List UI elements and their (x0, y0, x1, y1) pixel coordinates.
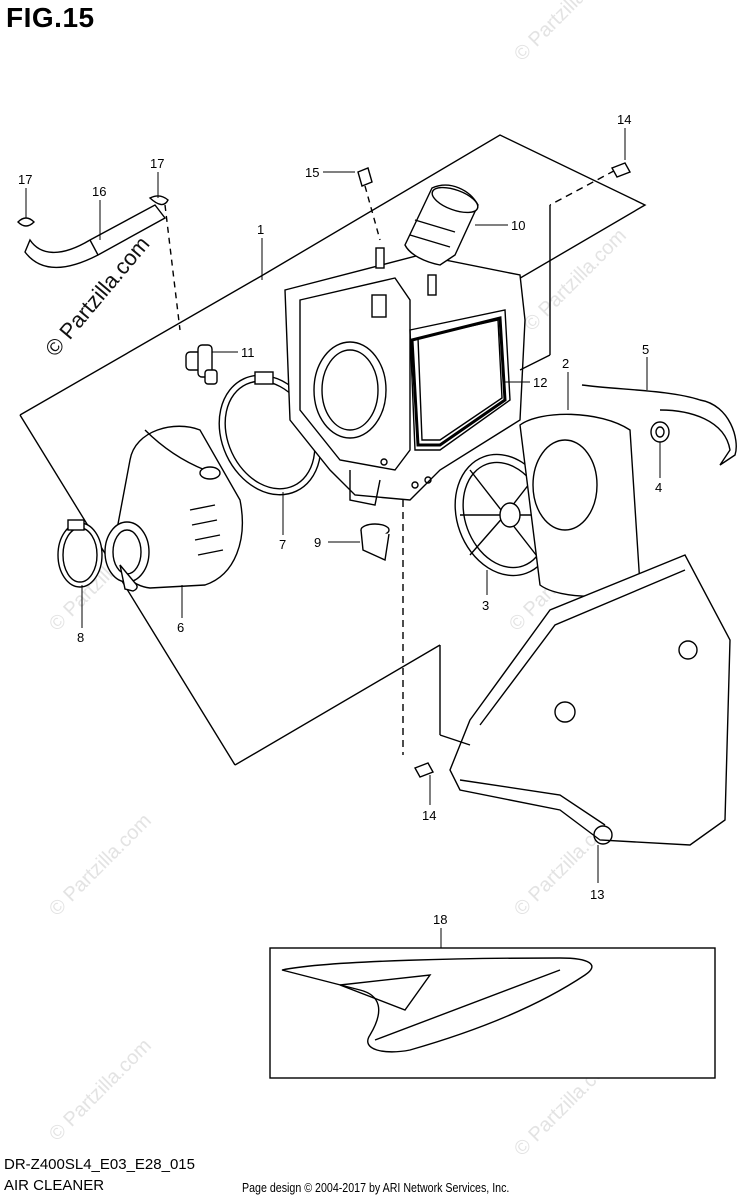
callout-14: 14 (422, 808, 436, 823)
grommet-part-9 (360, 523, 390, 562)
clamp-part-8 (57, 519, 103, 588)
airbox-part-1 (284, 247, 526, 506)
callout-7: 7 (279, 537, 286, 552)
assembly-frame (234, 644, 441, 766)
side-cover-part-13 (449, 554, 731, 846)
callout-1: 1 (257, 222, 264, 237)
callout-13: 13 (590, 887, 604, 902)
callout-18: 18 (433, 912, 447, 927)
section-title: AIR CLEANER (4, 1177, 105, 1194)
callout-16: 16 (92, 184, 106, 199)
screw-part-15 (357, 167, 373, 187)
callout-17: 17 (150, 156, 164, 171)
screw-part-14 (413, 762, 435, 778)
callout-15: 15 (305, 165, 319, 180)
elbow-part-11 (185, 344, 218, 385)
callout-5: 5 (642, 342, 649, 357)
figure-title: FIG.15 (6, 2, 95, 33)
wire-part-5 (581, 384, 737, 466)
callout-3: 3 (482, 598, 489, 613)
callout-9: 9 (314, 535, 321, 550)
callout-8: 8 (77, 630, 84, 645)
copyright-notice: Page design © 2004-2017 by ARI Network S… (242, 1180, 510, 1195)
seal-part-12 (410, 316, 507, 447)
callout-14: 14 (617, 112, 631, 127)
screw-part-14 (610, 162, 632, 178)
callout-10: 10 (511, 218, 525, 233)
callout-17: 17 (18, 172, 32, 187)
intake-tube-part-10 (404, 184, 479, 266)
callout-4: 4 (655, 480, 662, 495)
filter-element-part-2 (519, 413, 641, 597)
intake-boot-part-6 (104, 425, 244, 592)
assembly-frame (19, 274, 264, 416)
washer-part-4 (655, 426, 665, 438)
decal-part-18 (269, 947, 716, 1079)
washer-part-4 (650, 421, 670, 443)
callout-6: 6 (177, 620, 184, 635)
assembly-frame (262, 134, 647, 326)
callout-12: 12 (533, 375, 547, 390)
callout-11: 11 (241, 345, 255, 360)
callout-2: 2 (562, 356, 569, 371)
model-code: DR-Z400SL4_E03_E28_015 (4, 1156, 195, 1173)
hose-part-16 (17, 195, 169, 269)
